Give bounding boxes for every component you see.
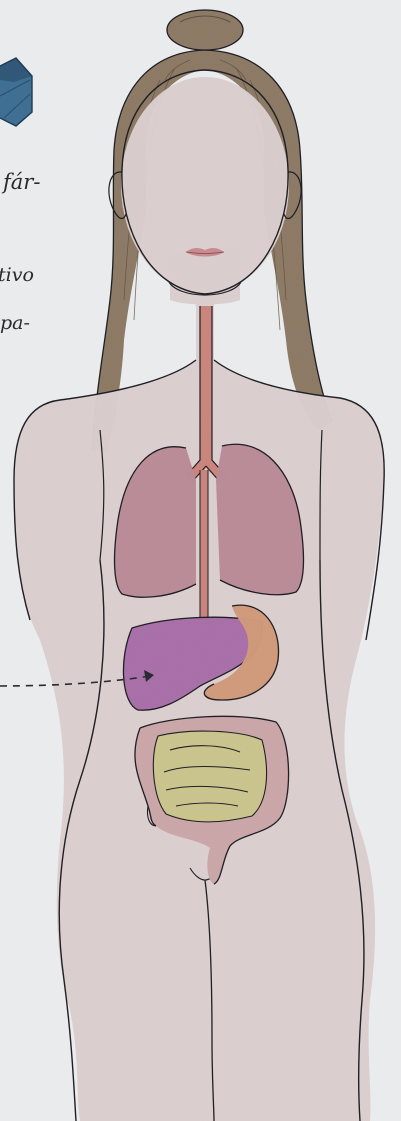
hair-bun xyxy=(167,10,243,50)
small-intestine xyxy=(153,731,266,822)
note-line-1: fár- xyxy=(3,170,40,194)
body-outline xyxy=(14,290,384,1121)
note-line-2: tivo xyxy=(0,264,34,286)
blue-cube-icon xyxy=(0,58,32,126)
note-line-3: pa- xyxy=(0,312,30,334)
